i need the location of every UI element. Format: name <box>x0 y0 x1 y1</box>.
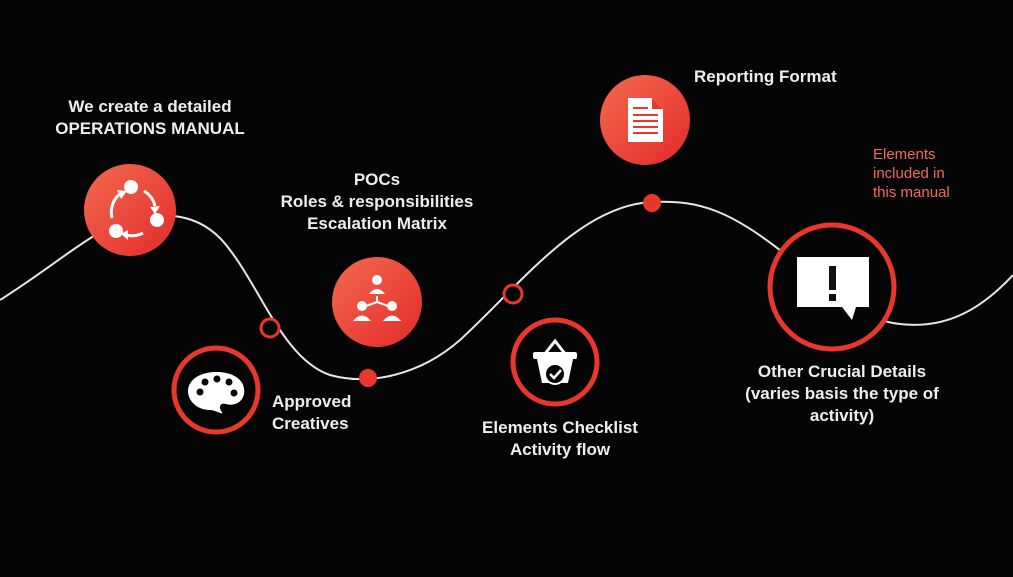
step-label-line: Escalation Matrix <box>307 214 447 233</box>
other-details-node <box>767 222 897 352</box>
step-label-line: OPERATIONS MANUAL <box>55 119 245 138</box>
path-marker-solid <box>359 369 377 387</box>
palette-icon <box>188 372 245 414</box>
operations-manual-node <box>84 164 176 256</box>
basket-check-icon <box>533 338 577 385</box>
document-icon <box>628 98 663 142</box>
step-label-reporting-format: Reporting Format <box>694 66 837 88</box>
manual-elements-note: Elements included in this manual <box>873 145 950 202</box>
note-line: included in <box>873 165 945 182</box>
step-label-line: Activity flow <box>509 440 611 459</box>
step-label-other-details: Other Crucial Details (varies basis the … <box>722 361 962 427</box>
reporting-format-node <box>600 75 690 165</box>
step-label-line: Roles & responsibilities <box>280 192 474 211</box>
step-label-line: Other Crucial Details <box>757 362 927 381</box>
step-label-line: Elements Checklist <box>482 418 638 437</box>
step-label-elements-checklist: Elements Checklist Activity flow <box>455 417 665 461</box>
note-line: Elements <box>873 146 936 163</box>
alert-message-icon <box>797 257 869 320</box>
step-label-line: We create a detailed <box>68 97 232 116</box>
path-marker-hollow <box>502 283 524 305</box>
step-label-approved-creatives: Approved Creatives <box>272 391 351 435</box>
step-label-operations-manual: We create a detailed OPERATIONS MANUAL <box>40 96 260 140</box>
approved-creatives-node <box>171 345 261 435</box>
note-line: this manual <box>873 184 950 201</box>
step-label-line: POCs <box>353 170 401 189</box>
path-marker-hollow <box>259 317 281 339</box>
elements-checklist-node <box>510 317 600 407</box>
team-hierarchy-icon <box>353 275 401 321</box>
step-label-line: activity) <box>809 406 875 425</box>
path-marker-solid <box>643 194 661 212</box>
step-label-line: Reporting Format <box>694 67 837 86</box>
step-label-pocs: POCs Roles & responsibilities Escalation… <box>262 169 492 235</box>
step-label-line: Creatives <box>272 414 349 433</box>
step-label-line: Approved <box>272 392 352 411</box>
cycle-arrows-icon <box>109 180 164 240</box>
step-label-line: (varies basis the type of <box>745 384 939 403</box>
pocs-node <box>332 257 422 347</box>
